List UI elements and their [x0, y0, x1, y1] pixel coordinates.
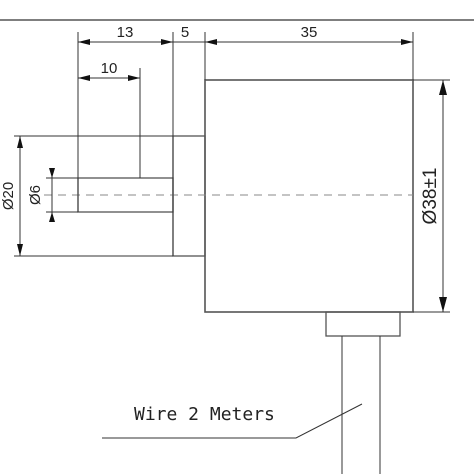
arrowhead [17, 244, 23, 256]
dimension-label-shaft-diameter: Ø6 [27, 185, 44, 205]
arrowhead [439, 297, 447, 312]
dimension-label-35: 35 [301, 24, 318, 41]
arrowhead [17, 136, 23, 148]
arrowhead [205, 39, 217, 45]
dimension-label-body-diameter: Ø38±1 [420, 168, 441, 225]
dimension-label-flange-diameter: Ø20 [0, 182, 17, 210]
dimension-label-5: 5 [181, 24, 189, 41]
dimension-label-10: 10 [101, 60, 118, 77]
arrowhead [439, 80, 447, 95]
cable-note-label: Wire 2 Meters [134, 404, 275, 425]
flange-boss [172, 135, 206, 257]
arrowhead [161, 39, 173, 45]
arrowhead [49, 168, 55, 178]
arrowhead [78, 39, 90, 45]
arrowhead [401, 39, 413, 45]
encoder-body [204, 79, 414, 313]
cable-gland [325, 311, 401, 337]
arrowhead [78, 75, 90, 81]
dimension-label-13: 13 [117, 24, 134, 41]
arrowhead [128, 75, 140, 81]
arrowhead [49, 212, 55, 222]
cable-leader-line [102, 403, 363, 439]
